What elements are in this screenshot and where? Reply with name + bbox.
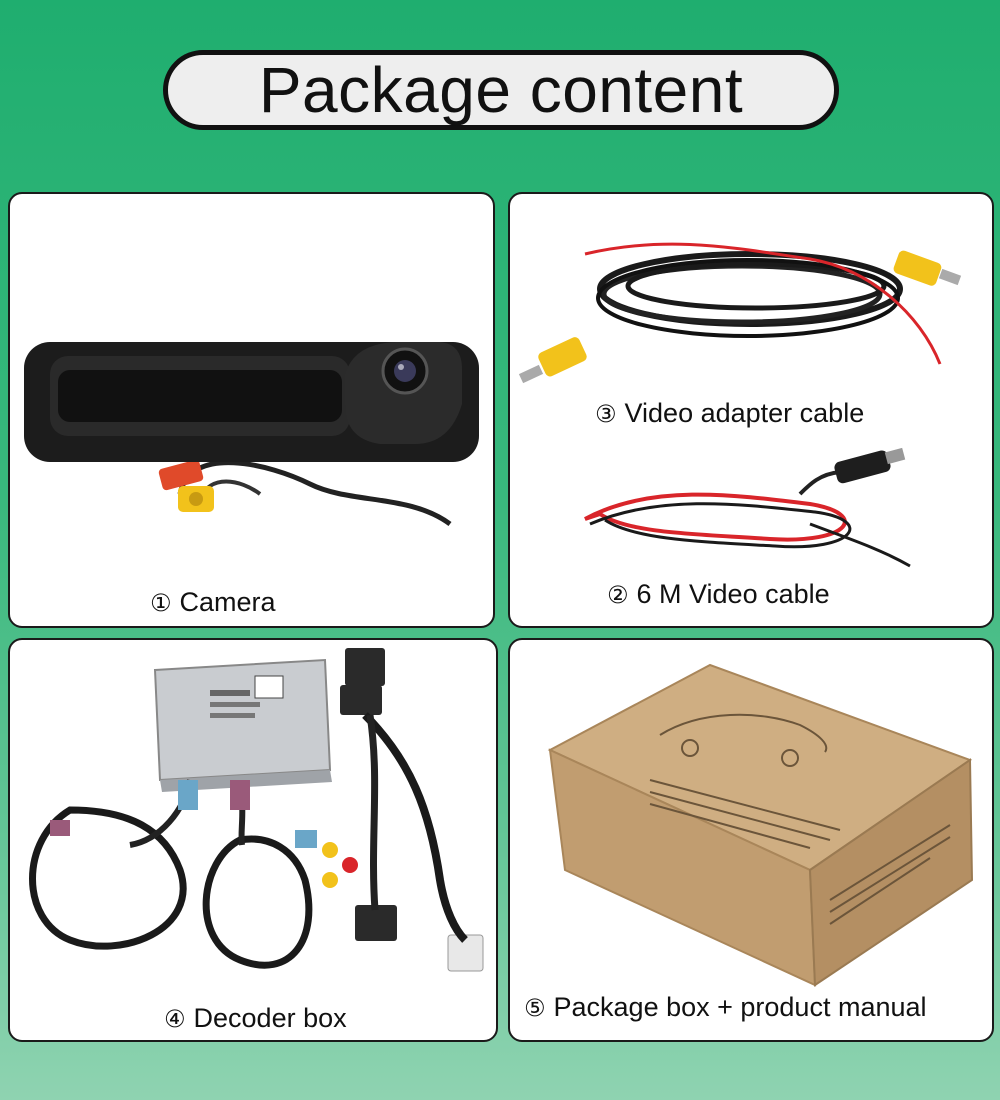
- video-adapter-cable-illustration: [518, 242, 962, 384]
- decoder-box-illustration: [29, 648, 484, 972]
- camera-illustration: [24, 342, 479, 527]
- title-banner: Package content: [163, 50, 839, 130]
- video-cable-illustration: [584, 447, 911, 568]
- page-title: Package content: [258, 54, 744, 126]
- package-box-illustration: [547, 663, 974, 987]
